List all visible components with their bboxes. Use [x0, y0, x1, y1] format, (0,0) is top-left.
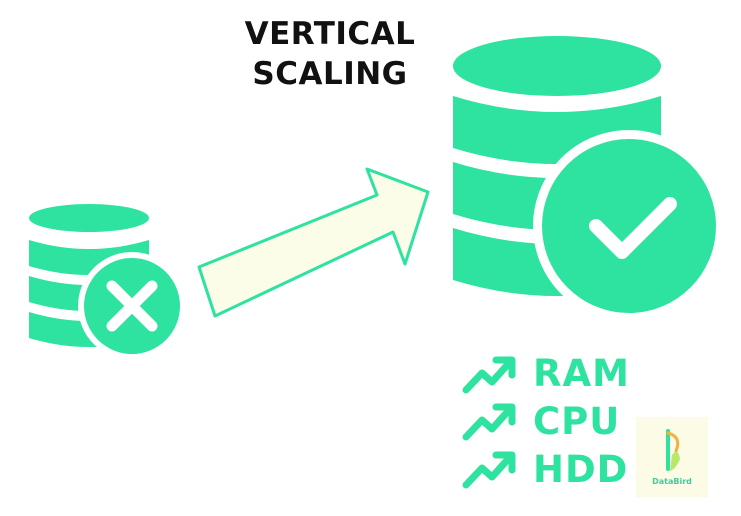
title-line-1: VERTICAL — [244, 16, 416, 52]
diagram-title: VERTICAL SCALING — [210, 14, 450, 94]
title-line-2: SCALING — [252, 56, 408, 92]
bird-logo-icon — [666, 429, 680, 471]
trend-up-icon — [462, 451, 516, 489]
resource-label-ram: RAM — [533, 352, 630, 395]
resource-label-cpu: CPU — [533, 400, 621, 443]
logo-text: DataBird — [652, 477, 692, 486]
check-icon — [533, 130, 725, 322]
right-arrow-icon — [197, 167, 430, 318]
trend-up-icon — [462, 403, 516, 441]
databird-logo: DataBird — [636, 417, 708, 497]
x-icon — [78, 252, 186, 360]
trend-up-icon — [462, 356, 516, 394]
resource-label-hdd: HDD — [533, 448, 629, 491]
